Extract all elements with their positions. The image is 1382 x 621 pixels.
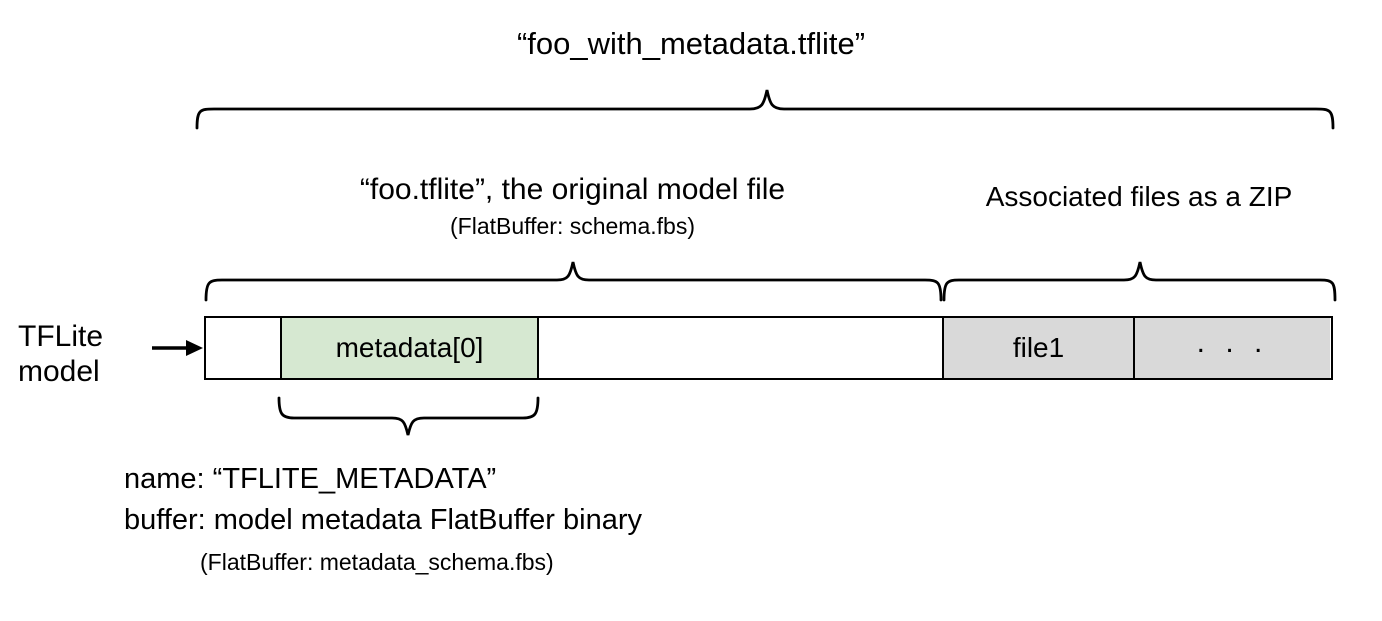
metadata-name-line: name: “TFLITE_METADATA” (124, 463, 497, 495)
tflite-model-bar: metadata[0] file1 . . . (204, 316, 1333, 380)
diagram-title: “foo_with_metadata.tflite” (516, 26, 866, 61)
metadata-buffer-line: buffer: model metadata FlatBuffer binary (124, 504, 642, 536)
associated-files-label: Associated files as a ZIP (985, 181, 1293, 212)
ellipsis-icon: . . . (1196, 326, 1269, 359)
model-file-label: “foo.tflite”, the original model file (359, 173, 786, 206)
model-file-sublabel: (FlatBuffer: schema.fbs) (450, 213, 695, 239)
tflite-model-label-line2: model (18, 355, 100, 389)
brace-metadata (277, 396, 540, 436)
brace-zip (942, 261, 1337, 302)
bar-cell-more-files[interactable]: . . . (1135, 318, 1330, 378)
bar-cell-file1[interactable]: file1 (942, 318, 1135, 378)
brace-model-file (204, 261, 943, 302)
metadata-schema-line: (FlatBuffer: metadata_schema.fbs) (200, 549, 554, 575)
bar-cell-metadata[interactable]: metadata[0] (280, 318, 539, 378)
brace-whole-file (195, 89, 1335, 130)
bar-cell-empty-trailing[interactable] (539, 318, 942, 378)
tflite-model-label-line1: TFLite (18, 320, 104, 353)
model-input-arrow (152, 340, 203, 356)
bar-cell-empty-leading[interactable] (206, 318, 280, 378)
